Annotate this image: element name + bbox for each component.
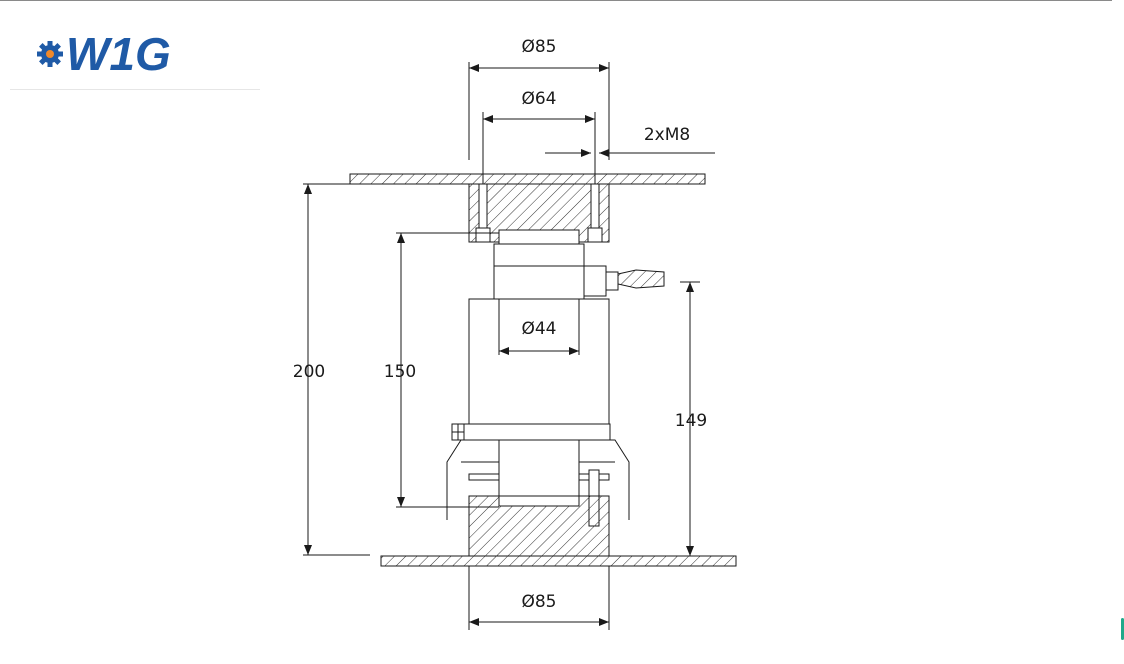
bottom-mounting-plate xyxy=(380,555,737,567)
dim-body-diameter: Ø44 xyxy=(521,319,556,339)
load-button xyxy=(498,229,580,245)
dim-bolt-circle-diameter: Ø64 xyxy=(521,89,556,109)
dim-cable-height: 149 xyxy=(675,411,707,431)
dim-bottom-diameter: Ø85 xyxy=(521,592,556,612)
logo-text: W1G xyxy=(66,28,171,80)
top-mounting-plate xyxy=(349,173,706,185)
dim-cell-height: 150 xyxy=(384,362,416,382)
dim-top-outer-diameter: Ø85 xyxy=(521,37,556,57)
dim-total-height: 200 xyxy=(293,362,325,382)
cable-gland xyxy=(583,265,607,297)
corner-accent xyxy=(1121,618,1124,640)
w1g-logo: W1G xyxy=(37,28,171,80)
top-border-line xyxy=(0,0,1112,1)
cell-collar xyxy=(462,423,611,441)
dim-bolts: 2xM8 xyxy=(644,125,690,145)
logo-underline xyxy=(10,89,260,90)
gear-icon xyxy=(37,41,63,67)
cell-head xyxy=(493,243,585,300)
cell-body xyxy=(468,298,610,425)
